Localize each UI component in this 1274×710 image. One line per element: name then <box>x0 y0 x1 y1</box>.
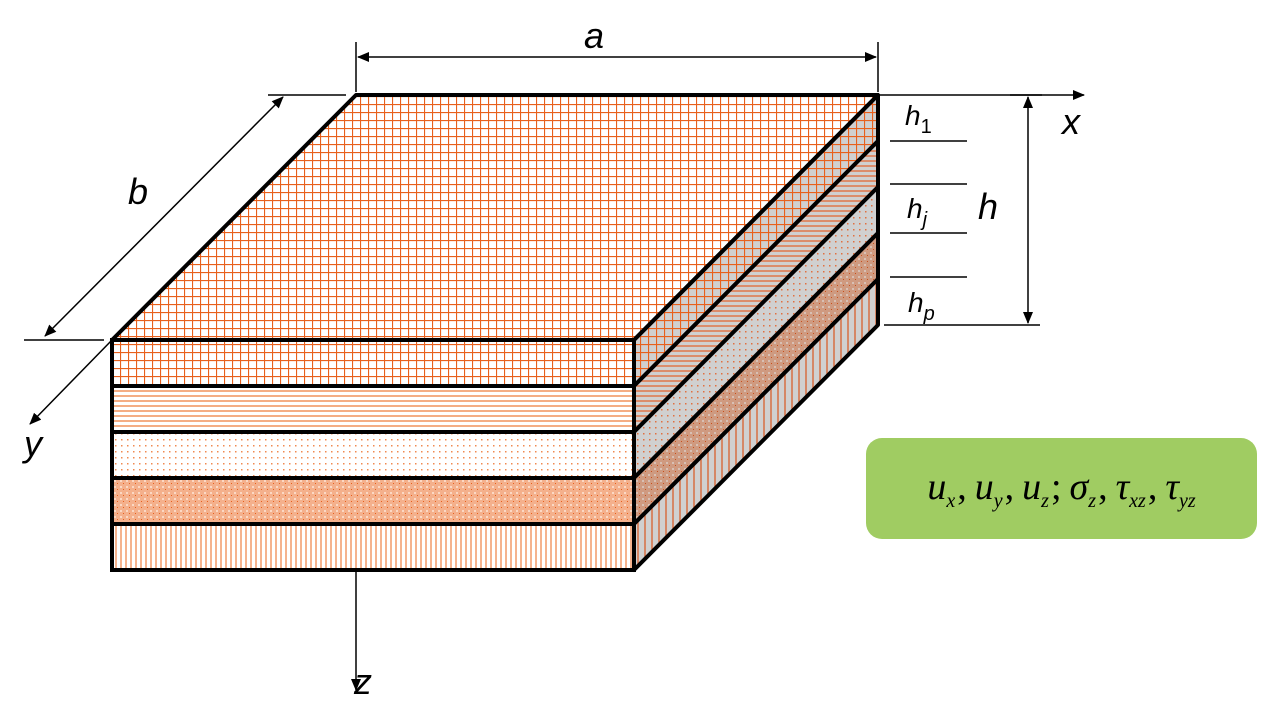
plate-top-face <box>112 95 878 340</box>
front-layer-2 <box>110 384 636 434</box>
term-uy: uy, <box>974 465 1015 512</box>
front-layer-3 <box>110 430 636 480</box>
label-hj: hj <box>907 193 928 231</box>
label-z: z <box>353 661 372 702</box>
term-sigma-z: σz, <box>1069 465 1108 512</box>
label-hp: hp <box>908 287 935 325</box>
term-tau-yz: τyz <box>1165 465 1196 512</box>
dimension-a <box>355 42 879 92</box>
term-tau-xz: τxz, <box>1115 465 1158 512</box>
label-h: h <box>978 186 998 227</box>
label-x: x <box>1060 101 1082 142</box>
dimension-b <box>24 94 346 341</box>
plate-side-faces <box>632 93 880 572</box>
term-uz: uz; <box>1022 465 1062 512</box>
front-layer-1 <box>110 338 636 388</box>
plate-front-layers <box>110 338 636 572</box>
y-axis <box>29 339 113 425</box>
label-h1: h1 <box>905 100 932 138</box>
label-a: a <box>584 15 604 56</box>
label-b: b <box>128 171 148 212</box>
unknowns-formula-box: ux, uy, uz; σz, τxz, τyz <box>866 438 1257 539</box>
term-ux: ux, <box>927 465 967 512</box>
dimension-h <box>884 94 1042 326</box>
label-y: y <box>21 423 44 464</box>
front-layer-4 <box>110 476 636 526</box>
front-layer-5 <box>110 522 636 572</box>
axes <box>29 90 1085 691</box>
